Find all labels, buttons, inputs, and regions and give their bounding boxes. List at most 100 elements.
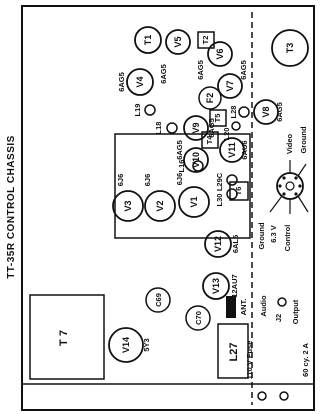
transformer-t1 <box>134 26 162 54</box>
antenna-label: ANT. <box>239 299 248 316</box>
socket-pin <box>282 176 286 180</box>
tube-v14-label: V14 <box>121 337 131 353</box>
fuse-f2 <box>198 86 222 110</box>
capacitor-c69-label: C69 <box>154 293 163 307</box>
coil-l27-label: L27 <box>228 343 240 362</box>
socket-6v3-label: 6.3 V <box>269 225 278 243</box>
socket-ground-label: Ground <box>299 126 308 153</box>
tube-v11 <box>219 137 245 163</box>
tube-v1 <box>178 186 210 218</box>
transformer-t7-label: T 7 <box>58 330 70 346</box>
output-socket-key <box>285 181 295 191</box>
socket-control-label: Control <box>283 225 292 252</box>
coil-l29 <box>226 174 238 186</box>
tube-v13 <box>202 272 230 300</box>
fuse-label: 110 V Fuse <box>245 341 254 380</box>
transformer-t1-label: T1 <box>143 35 153 46</box>
transformer-t5-label: T5 <box>213 114 222 123</box>
supply-label: 60 cy. 2 A <box>301 343 310 377</box>
coil-l28-label: L28 <box>229 106 238 119</box>
tube-v7 <box>217 73 243 99</box>
socket-video-label: Video <box>285 133 294 154</box>
tube-v8-type: 6AG5 <box>275 102 284 122</box>
coil-l18 <box>166 122 178 134</box>
tube-v4-type: 6AG5 <box>117 72 126 92</box>
tube-v3-type: 6J6 <box>116 174 125 187</box>
fuse-holder <box>257 391 267 401</box>
tube-v12-label: V12 <box>213 236 223 252</box>
tube-v4-label: V4 <box>135 76 145 87</box>
tube-v6-label: V6 <box>215 48 225 59</box>
transformer-t7 <box>29 294 105 380</box>
tube-v13-type: 12AU7 <box>230 274 239 297</box>
audio-label: Audio <box>259 295 268 317</box>
socket-pin <box>298 184 302 188</box>
coil-l30 <box>226 188 238 200</box>
socket-ground-left-label: Ground <box>257 222 266 249</box>
coil-l19 <box>144 104 156 116</box>
tube-v14 <box>108 327 144 363</box>
tube-v9-type: 6AG5 <box>207 118 216 138</box>
tube-v5-label: V5 <box>173 36 183 47</box>
coil-l30-label: L30 <box>215 194 224 207</box>
tube-v10 <box>183 147 209 173</box>
coil-l16-label: L16 <box>177 160 186 173</box>
transformer-t2 <box>197 31 215 49</box>
j2-label: J2 <box>274 314 283 322</box>
tube-v2 <box>144 190 176 222</box>
socket-pin <box>282 192 286 196</box>
tube-v14-type: 5Y3 <box>142 338 151 351</box>
transformer-t6-label: T6 <box>234 187 243 196</box>
transformer-t3 <box>271 29 309 67</box>
tube-v5-type: 6AG5 <box>159 64 168 84</box>
transformer-t4-label: T4 <box>205 135 214 145</box>
rf-subchassis-box <box>114 133 251 239</box>
transformer-t6 <box>229 181 249 201</box>
tube-v2-label: V2 <box>155 200 165 211</box>
tube-v9-label: V9 <box>191 122 201 133</box>
coil-l20-label: L20 <box>222 128 231 141</box>
diagram-title: TT-35R CONTROL CHASSIS <box>6 135 17 279</box>
tube-v8 <box>253 99 279 125</box>
tube-v4 <box>126 68 154 96</box>
coil-l20 <box>231 121 241 131</box>
tube-v12-type: 6AL5 <box>231 235 240 253</box>
coil-l18-label: L18 <box>154 122 163 135</box>
tube-v6-type: 6AG5 <box>196 60 205 80</box>
tube-v12 <box>204 230 232 258</box>
tube-v11-label: V11 <box>227 142 237 158</box>
capacitor-c69 <box>145 287 171 313</box>
capacitor-c70-label: C70 <box>194 311 203 325</box>
tube-v5 <box>165 29 191 55</box>
tube-v3 <box>112 190 144 222</box>
tube-v13-label: V13 <box>211 278 221 294</box>
tube-v1-label: V1 <box>189 196 199 207</box>
tube-v6 <box>207 41 233 67</box>
chassis-outline <box>21 5 315 411</box>
tube-v7-label: V7 <box>225 80 235 91</box>
coil-l28 <box>238 106 250 118</box>
tube-v10-type: 6AG5 <box>175 140 184 160</box>
tube-v8-label: V8 <box>261 106 271 117</box>
socket-lead <box>297 195 309 213</box>
tube-v10-label: V10 <box>191 152 201 168</box>
coil-l27 <box>217 323 249 379</box>
fuse-f2-label: F2 <box>205 93 215 104</box>
socket-pin <box>294 176 298 180</box>
socket-pin <box>278 184 282 188</box>
socket-lead <box>269 195 283 213</box>
antenna-connector <box>226 296 236 318</box>
audio-jack-j2 <box>277 297 287 307</box>
coil-l29c-label: L29C <box>215 172 224 191</box>
transformer-t4 <box>201 131 219 149</box>
socket-pin <box>294 192 298 196</box>
tube-v11-type: 6AU6 <box>240 140 249 159</box>
socket-lead <box>297 163 307 177</box>
transformer-t5 <box>209 109 227 127</box>
tube-v2-type: 6J6 <box>143 174 152 187</box>
power-inlet <box>279 391 289 401</box>
coil-l19-label: L19 <box>133 104 142 117</box>
tube-v7-type: 6AG5 <box>239 60 248 80</box>
